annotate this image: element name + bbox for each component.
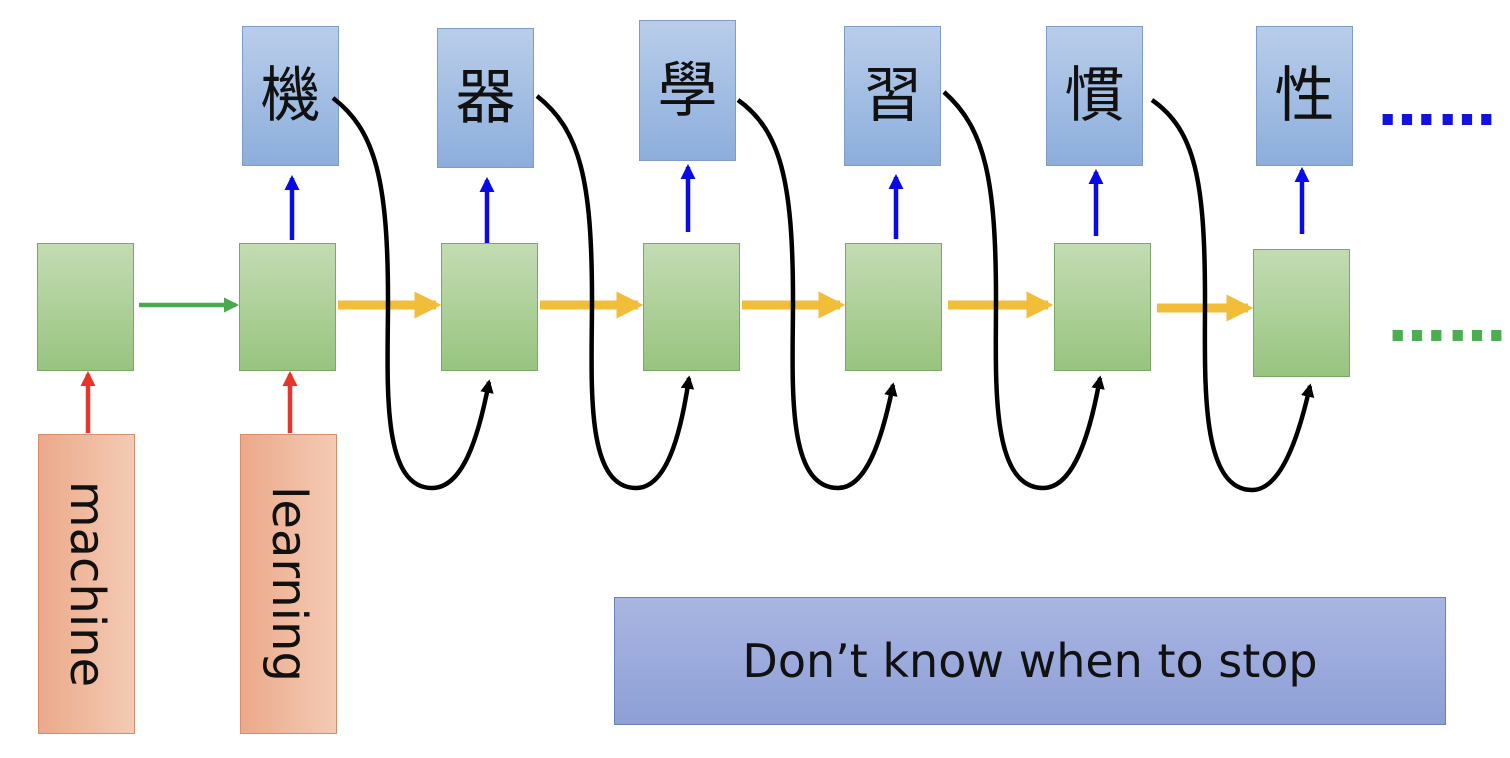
state-cell-6 xyxy=(1054,243,1151,371)
output-char: 習 xyxy=(862,61,923,131)
output-ellipsis: …… xyxy=(1378,71,1498,139)
output-box-2: 器 xyxy=(437,28,534,168)
output-char: 機 xyxy=(260,61,321,131)
state-cell-1 xyxy=(37,243,134,371)
state-cell-4 xyxy=(643,243,740,371)
output-char: 慣 xyxy=(1064,61,1125,131)
state-cell-2 xyxy=(239,243,336,371)
output-box-3: 學 xyxy=(639,20,736,161)
input-box-learning: learning xyxy=(240,434,337,734)
state-cell-7 xyxy=(1253,249,1350,377)
output-box-1: 機 xyxy=(242,26,339,166)
note-box: Don’t know when to stop xyxy=(614,597,1446,725)
note-text: Don’t know when to stop xyxy=(742,634,1318,688)
state-ellipsis: …… xyxy=(1388,287,1508,355)
output-box-4: 習 xyxy=(844,26,941,166)
feedback-arrow-3 xyxy=(736,98,898,491)
output-char: 性 xyxy=(1274,61,1335,131)
feedback-arrow-4 xyxy=(942,90,1105,491)
feedback-arrow-2 xyxy=(535,94,695,491)
input-box-machine: machine xyxy=(38,434,135,734)
output-char: 器 xyxy=(455,63,516,133)
state-cell-3 xyxy=(441,243,538,371)
output-box-6: 性 xyxy=(1256,26,1353,166)
feedback-arrow-1 xyxy=(331,96,494,491)
output-box-5: 慣 xyxy=(1046,26,1143,166)
output-char: 學 xyxy=(657,55,718,126)
feedback-arrow-5 xyxy=(1150,98,1315,493)
state-cell-5 xyxy=(845,243,942,371)
